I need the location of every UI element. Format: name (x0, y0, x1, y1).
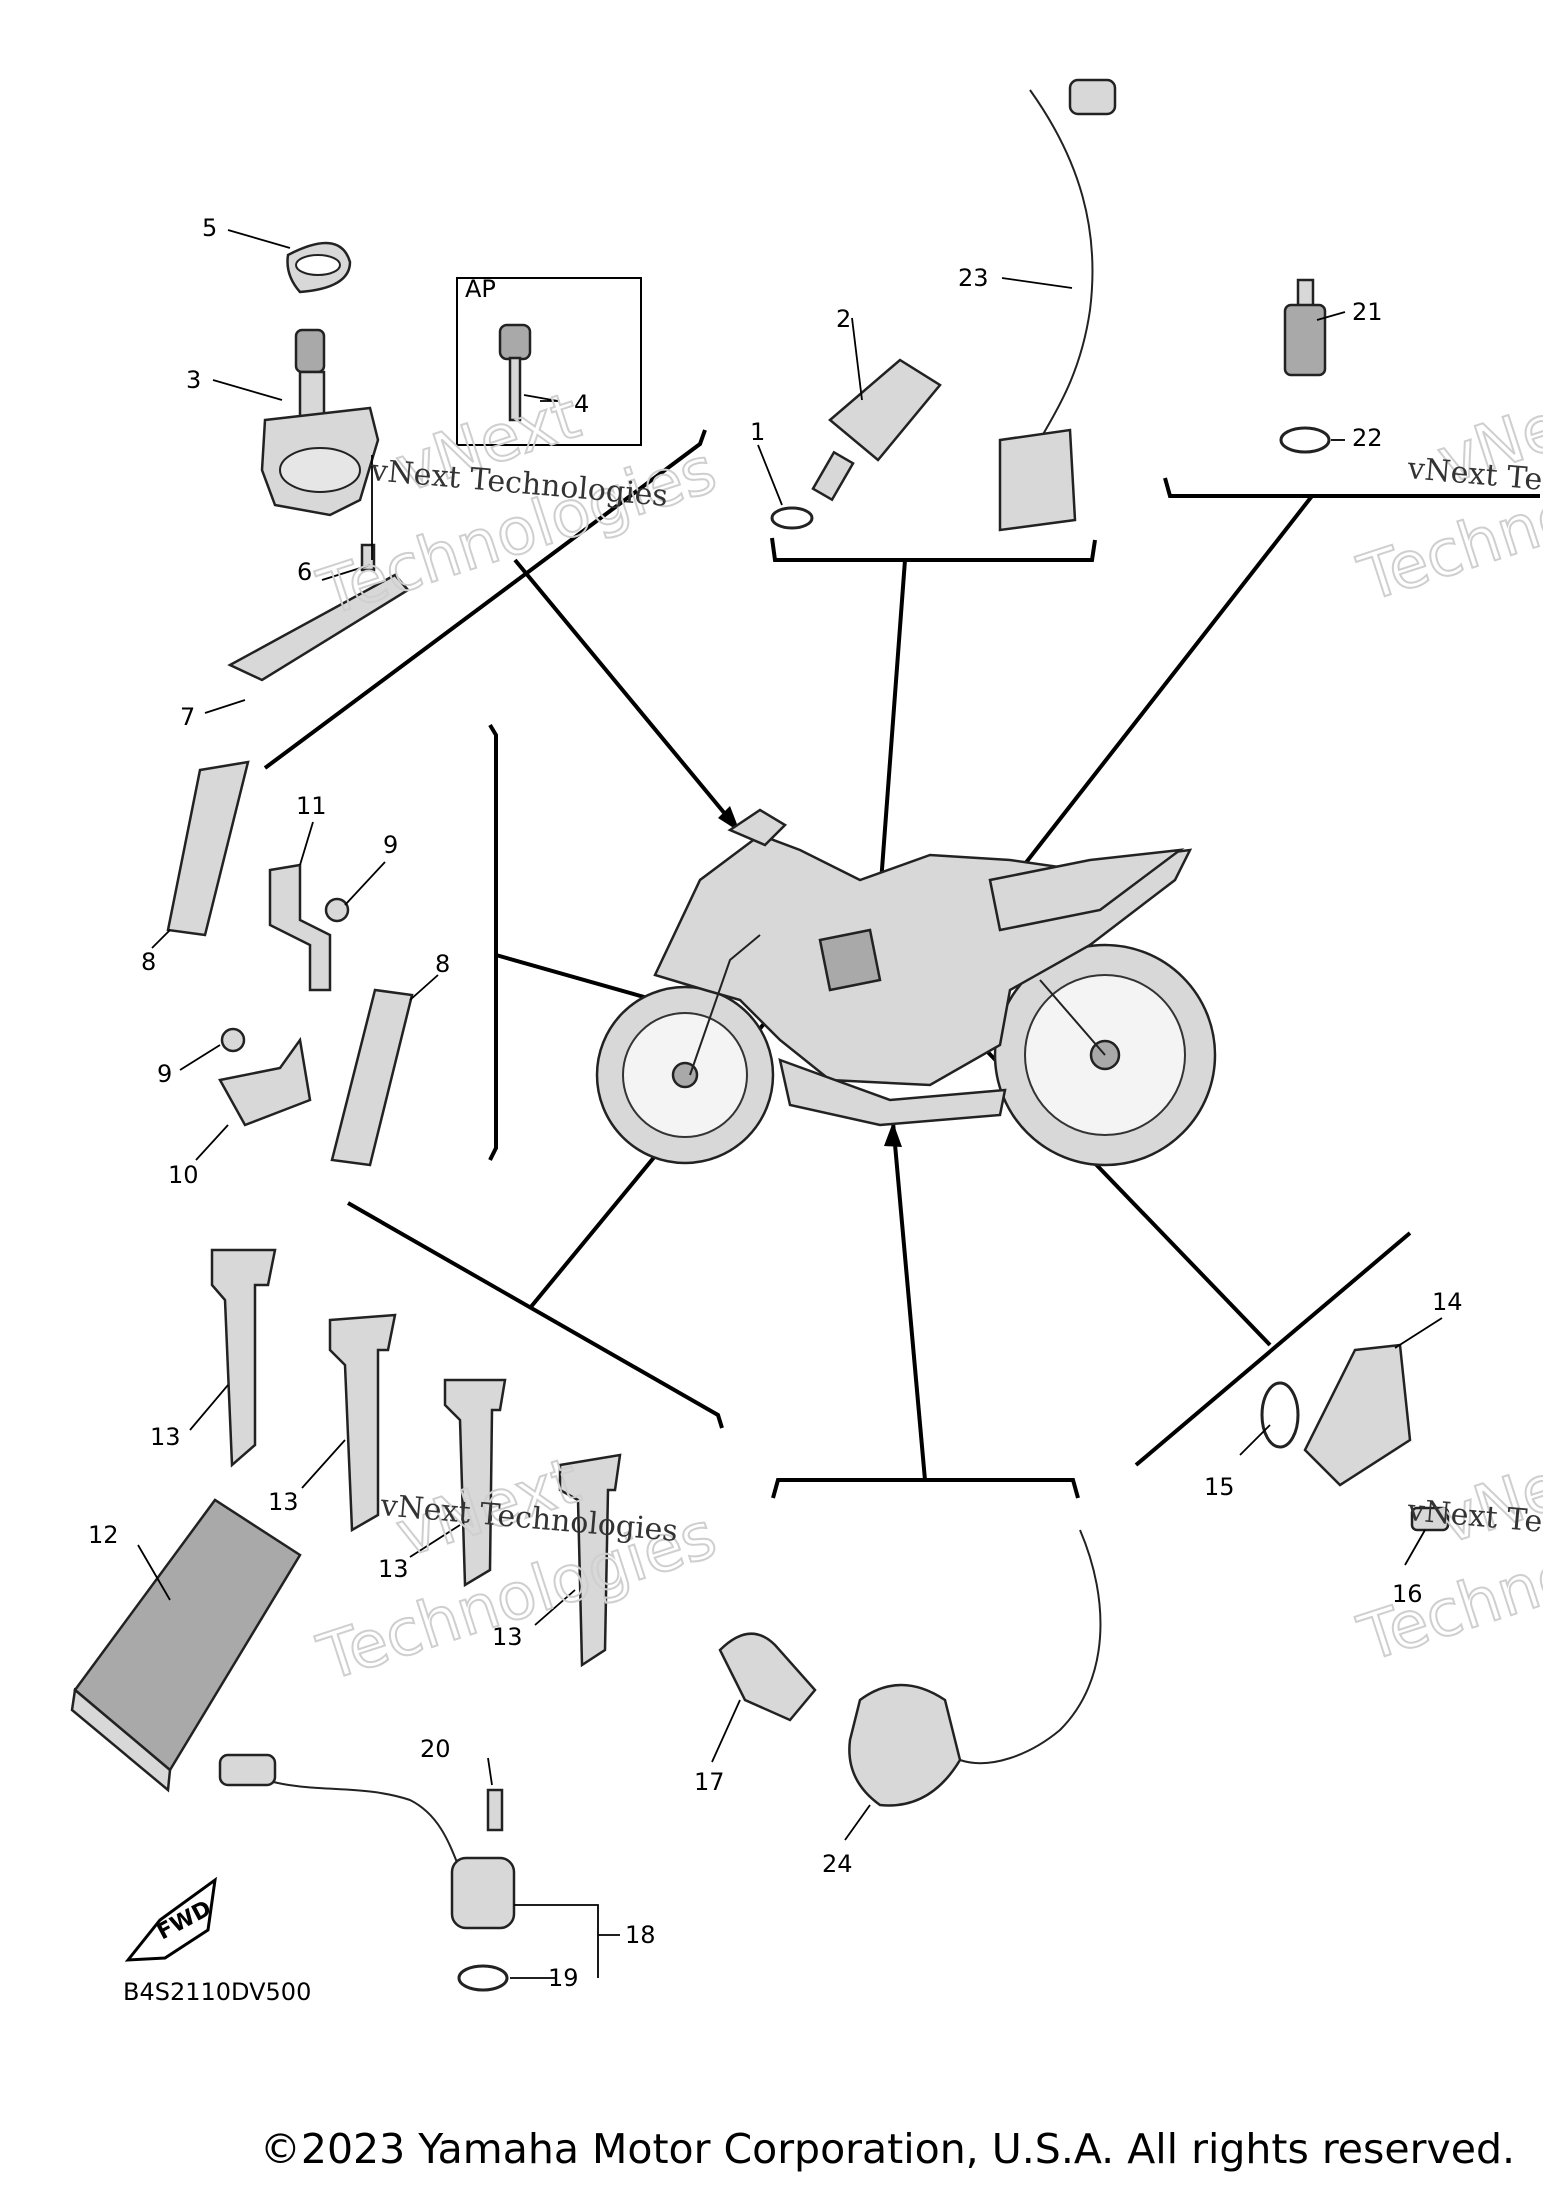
callout-9-top: 9 (383, 831, 398, 859)
part-18-sensor (218, 1753, 516, 1992)
callout-21: 21 (1352, 298, 1383, 326)
inset-label: AP (465, 275, 496, 303)
watermark-name: vNext (1429, 1431, 1543, 1559)
callout-18: 18 (625, 1921, 656, 1949)
callout-13-a: 13 (150, 1423, 181, 1451)
callout-15: 15 (1204, 1473, 1235, 1501)
leader-lines (137, 229, 1443, 1979)
part-6-bolt (360, 543, 376, 572)
part-14-sensor (1260, 1343, 1450, 1532)
callout-13-c: 13 (378, 1555, 409, 1583)
part-17-switch (718, 1632, 817, 1722)
part-10-bracket (218, 1036, 312, 1127)
part-2-sensor (770, 358, 942, 530)
part-12-ecu (70, 1498, 302, 1793)
callout-24: 24 (822, 1850, 853, 1878)
callout-7: 7 (180, 703, 195, 731)
callout-16: 16 (1392, 1580, 1423, 1608)
callout-20: 20 (420, 1735, 451, 1763)
part-7-plate (227, 573, 410, 682)
callout-4: 4 (574, 390, 589, 418)
callout-6: 6 (297, 558, 312, 586)
callout-5: 5 (202, 214, 217, 242)
part-5-collar (286, 241, 352, 294)
callout-13-b: 13 (268, 1488, 299, 1516)
callout-12: 12 (88, 1521, 119, 1549)
part-8-right-plate (330, 988, 414, 1167)
motorcycle-illustration (595, 808, 1217, 1167)
part-9-nut-bottom (220, 1027, 246, 1053)
callout-10: 10 (168, 1161, 199, 1189)
callout-1: 1 (750, 418, 765, 446)
callout-23: 23 (958, 264, 989, 292)
callout-13-d: 13 (492, 1623, 523, 1651)
part-23-sensor-harness (998, 78, 1117, 532)
part-13-ignition-coils (210, 1248, 622, 1668)
callout-9-bottom: 9 (157, 1060, 172, 1088)
callout-14: 14 (1432, 1288, 1463, 1316)
callout-22: 22 (1352, 424, 1383, 452)
callout-8-left: 8 (141, 948, 156, 976)
callout-3: 3 (186, 366, 201, 394)
part-8-left-plate (166, 760, 250, 937)
callout-8-right: 8 (435, 950, 450, 978)
callout-19: 19 (548, 1964, 579, 1992)
callout-11: 11 (296, 792, 327, 820)
diagram-code: B4S2110DV500 (123, 1978, 311, 2006)
part-9-nut-top (324, 897, 350, 923)
callout-numbers: 5 3 4 6 7 1 2 23 21 22 11 9 8 8 9 10 13 … (88, 214, 1463, 1992)
copyright-notice: ©2023 Yamaha Motor Corporation, U.S.A. A… (259, 2125, 1515, 2173)
part-24-sensor (848, 1529, 1102, 1807)
part-3-main-switch (260, 328, 380, 517)
callout-17: 17 (694, 1768, 725, 1796)
callout-2: 2 (836, 305, 851, 333)
ap-inset (456, 277, 642, 446)
fwd-arrow-icon: FWD (124, 1876, 217, 1962)
part-11-bracket (268, 863, 332, 992)
part-21-switch (1279, 278, 1331, 454)
